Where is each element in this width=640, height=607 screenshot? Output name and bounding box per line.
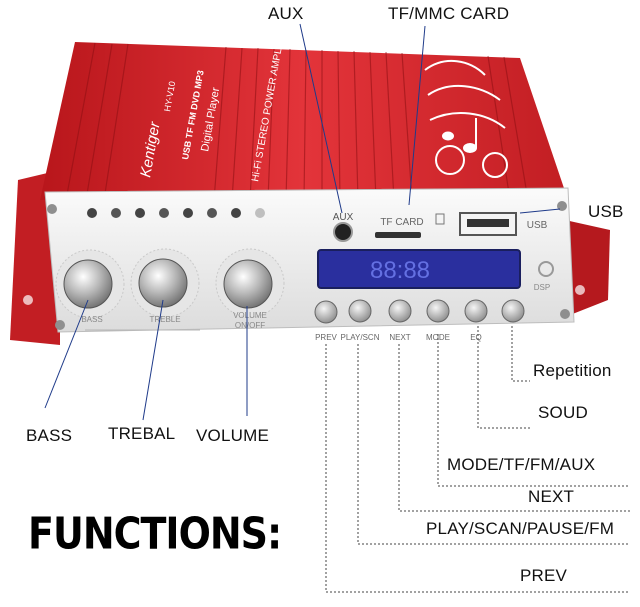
- eq-icon: [464, 299, 488, 323]
- usb-port-label: USB: [527, 220, 548, 231]
- panel-button-prev[interactable]: PREV: [314, 300, 338, 342]
- panel-button-label: MODE: [426, 333, 450, 342]
- volume-knob-label: VOLUME: [233, 311, 267, 320]
- aux-jack[interactable]: [333, 222, 353, 242]
- bass-knob-label: BASS: [81, 315, 102, 324]
- aux-callout: AUX: [268, 4, 304, 23]
- panel-button-label: PREV: [315, 333, 337, 342]
- aux-leader: [299, 23, 343, 214]
- panel-button-next[interactable]: NEXT: [388, 299, 412, 342]
- repeat-icon: [501, 299, 525, 323]
- next-leader: [398, 344, 630, 512]
- screw-top-right: [557, 201, 567, 211]
- treble-leader: [142, 299, 164, 421]
- heatsink-fins: [65, 42, 529, 201]
- repetition-leader: [511, 326, 530, 382]
- repetition-callout: Repetition: [533, 361, 612, 380]
- play-icon: [348, 299, 372, 323]
- play-callout: PLAY/SCAN/PAUSE/FM: [426, 519, 615, 538]
- treble-knob[interactable]: [130, 248, 200, 318]
- panel-button-label: PLAY/SCN: [341, 333, 380, 342]
- treble-callout: TREBAL: [108, 424, 176, 443]
- button-row: PREV PLAY/SCN NEXT MODE EQ: [314, 299, 525, 342]
- sd-card-icon: [435, 213, 445, 225]
- treble-knob-label: TREBLE: [149, 315, 180, 324]
- prev-icon: [314, 300, 338, 324]
- aux-port-label: AUX: [333, 212, 354, 223]
- next-callout: NEXT: [528, 487, 575, 506]
- music-decoration: [424, 59, 508, 178]
- knob-labels: BASS TREBLE VOLUME ON/OFF: [81, 311, 267, 330]
- panel-button-mode[interactable]: MODE: [426, 299, 450, 342]
- panel-button-label: EQ: [470, 333, 482, 342]
- button-leaders: [325, 326, 630, 593]
- bass-callout: BASS: [26, 426, 73, 445]
- dsp-label: DSP: [534, 283, 550, 292]
- tf-card-slot[interactable]: [375, 232, 421, 238]
- sound-callout: SOUD: [538, 403, 588, 422]
- mode-icon: [426, 299, 450, 323]
- functions-heading: FUNCTIONS:: [28, 508, 282, 559]
- bass-knob[interactable]: [55, 249, 125, 319]
- mode-leader: [437, 334, 630, 487]
- sound-leader: [477, 326, 530, 429]
- screw-bottom-left: [55, 320, 65, 330]
- screw-top-left: [47, 204, 57, 214]
- next-icon: [388, 299, 412, 323]
- tf-card-slot-label: TF CARD: [380, 217, 423, 228]
- tf-card-callout: TF/MMC CARD: [388, 4, 510, 23]
- screw-bottom-right: [560, 309, 570, 319]
- play-leader: [357, 344, 630, 545]
- bass-leader: [44, 299, 89, 409]
- prev-leader: [325, 344, 630, 593]
- dsp-icon: [538, 261, 554, 277]
- usb-leader: [519, 208, 561, 214]
- panel-button-label: NEXT: [389, 333, 410, 342]
- panel-button-eq[interactable]: EQ: [464, 299, 488, 342]
- display-digits: 88:88: [370, 257, 430, 284]
- led-display: [317, 249, 521, 289]
- volume-onoff-label: ON/OFF: [235, 321, 265, 330]
- led-row: [87, 208, 265, 218]
- tf-card-leader: [408, 25, 426, 206]
- volume-knob[interactable]: [215, 248, 285, 318]
- panel-button-play-scn[interactable]: PLAY/SCN: [341, 299, 380, 342]
- prev-callout: PREV: [520, 566, 568, 585]
- mode-callout: MODE/TF/FM/AUX: [447, 455, 596, 474]
- panel-button-repeat[interactable]: [501, 299, 525, 323]
- usb-callout: USB: [588, 202, 624, 221]
- leader-lines: [44, 23, 561, 421]
- volume-callout: VOLUME: [196, 426, 269, 445]
